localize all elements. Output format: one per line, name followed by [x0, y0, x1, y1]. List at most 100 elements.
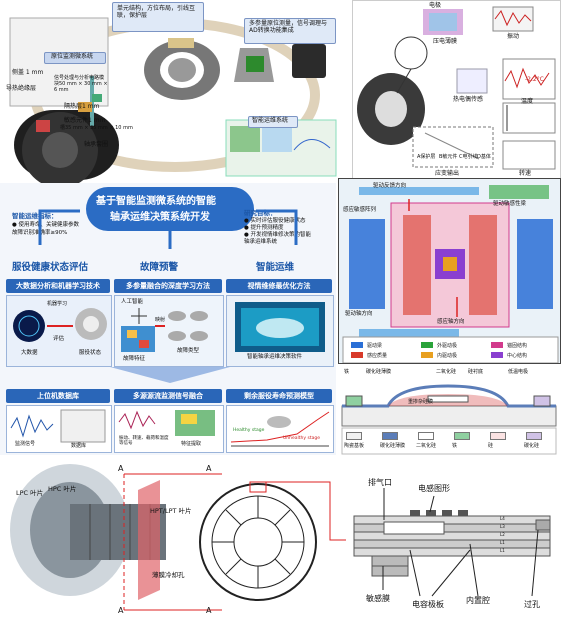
p5-legend-swatch: [346, 432, 362, 440]
p4-legend-label: 感应质量: [367, 353, 388, 359]
col2-art: [121, 308, 208, 352]
p4-legend-swatch: [421, 352, 433, 358]
layer-label-1: L3: [500, 524, 505, 529]
right-label-1: 电感图形: [418, 484, 450, 493]
main-title-badge: 基于智能监测微系统的智能 轴承运维决策系统开发: [86, 187, 254, 231]
left-goal-title: 智能运维指标：: [12, 212, 58, 220]
p5-label-1: 碳化硅薄膜: [366, 369, 392, 375]
p2-label-2: 振动: [507, 33, 520, 40]
col3-box: 智能轴承运维决策软件: [226, 295, 334, 367]
bottom2-label-1: Unhealthy stage: [283, 436, 320, 441]
sensor-label-0: 侧盖 1 mm: [12, 69, 44, 76]
monitoring-microsystem-panel: 单元结构，方位布局，引线互联，保护层 多参量原位测量，信号调理与AD转换功能集成…: [0, 0, 350, 183]
col2-head: 故障预警: [140, 262, 179, 273]
sensor-label-4: 敏感元件1 mm: [64, 117, 106, 124]
col1-label-0: 机器学习: [47, 301, 68, 307]
layer-label-2: L2: [500, 532, 505, 537]
bottom1-label-0: 振动、转速、载荷和温度等信号: [119, 436, 169, 447]
p5-legend-swatch: [382, 432, 398, 440]
col1-box: 机器学习 大数据 评估 服役状态: [6, 295, 112, 367]
sensor-label-3: 隔热层1 mm: [64, 103, 100, 110]
p2-label-4: 温度: [521, 98, 534, 105]
engine-label-2: HPT/LPT 叶片: [150, 507, 192, 515]
section-mark-3: A: [206, 606, 212, 615]
p5-legend-label: 碳化硅薄膜: [380, 443, 406, 449]
p4-legend-label: 中心结构: [507, 353, 528, 359]
bottom2-art: [230, 411, 330, 447]
p4-legend-label: 锚固结构: [507, 343, 528, 349]
p4-callout-0: 驱动反馈方向: [373, 183, 407, 189]
p2-label-5: -2.2°C: [525, 76, 544, 83]
p2-label-3: 热电偶传感: [453, 96, 484, 103]
p2-label-6: A保护层: [417, 154, 436, 160]
turbine-art: [10, 464, 551, 611]
col1-bar: 大数据分析和机器学习技术: [6, 279, 110, 293]
col2-label-3: 故障类型: [177, 348, 200, 354]
engine-label-1: HPC 叶片: [48, 485, 77, 493]
col2-bar: 多参量融合的深度学习方法: [114, 279, 222, 293]
col3-art: [235, 302, 325, 352]
p2-label-9: D基体: [477, 154, 491, 160]
p4-callout-4: 感应轴方向: [437, 319, 465, 325]
p2-label-11: 转速: [519, 170, 532, 177]
p5-legend-label: 二氧化硅: [416, 443, 437, 449]
gyroscope-structure-panel: 驱动反馈方向 感应敏感阵列 驱动敏感性梁 驱动轴方向 感应轴方向 驱动梁外驱动极…: [338, 178, 561, 364]
p5-legend-label: 硅: [488, 443, 494, 449]
right-label-5: 过孔: [524, 600, 540, 609]
p5-label-3: 硅衬底: [468, 369, 484, 375]
bottom1-art: [118, 410, 215, 436]
layer-label-4: L1: [500, 548, 505, 553]
p2-label-10: 应变输出: [435, 170, 460, 177]
col1-label-1: 大数据: [21, 350, 38, 356]
layer-label-0: L4: [500, 516, 505, 521]
right-goal-title: 研究目标：: [244, 209, 277, 217]
decision-system-panel: 基于智能监测微系统的智能 轴承运维决策系统开发 智能运维指标： ● 使用寿命、关…: [0, 183, 336, 455]
p5-label-2: 二氧化硅: [436, 369, 457, 375]
p4-legend-swatch: [421, 342, 433, 348]
p5-legend-swatch: [526, 432, 542, 440]
bottom0-art: [10, 409, 106, 443]
bottom1-box: 振动、转速、载荷和温度等信号 特征提取: [114, 405, 224, 453]
p4-legend-swatch: [351, 352, 363, 358]
sensor-box-title: 原位监测微系统: [44, 52, 106, 64]
right-goal-item-1: ● 提升预测精度: [244, 225, 284, 231]
col2-box: 人工智能 映射 故障特征 故障类型: [114, 295, 224, 367]
bottom1-bar: 多源源流监测信号融合: [114, 389, 222, 403]
right-label-3: 电容极板: [412, 600, 444, 609]
p5-legend-swatch: [454, 432, 470, 440]
turbine-sensor-panel: LPC 叶片 HPC 叶片 HPT/LPT 叶片 薄膜冷却孔 A A A A 排…: [0, 460, 561, 623]
right-goal-item-3: 轴承运维系统: [244, 239, 278, 245]
p5-legend-swatch: [490, 432, 506, 440]
p2-label-0: 电极: [429, 2, 442, 9]
sensor-array-art: [357, 6, 556, 170]
p4-callout-2: 驱动敏感性梁: [493, 201, 527, 207]
system-box-title: 智能运维系统: [248, 116, 298, 128]
col1-head: 服役健康状态评估: [12, 262, 89, 273]
p2-label-1: 压电薄膜: [433, 38, 458, 45]
col1-art: [13, 308, 107, 342]
right-goal-item-2: ● 开发视情维修决策的智能: [244, 232, 312, 238]
p2-label-8: C电引线: [459, 154, 478, 160]
p4-callout-3: 驱动轴方向: [345, 311, 373, 317]
main-title-line2: 轴承运维决策系统开发: [110, 212, 210, 223]
bottom1-label-1: 特征提取: [181, 441, 202, 447]
engine-label-3: 薄膜冷却孔: [152, 571, 185, 579]
microsystem-art: [9, 17, 337, 183]
center-arrows: [38, 209, 298, 383]
p5-legend-label: 铁: [452, 443, 458, 449]
p4-legend-swatch: [351, 342, 363, 348]
col2-label-1: 映射: [155, 317, 166, 323]
p4-legend-label: 驱动梁: [367, 343, 383, 349]
engine-label-0: LPC 叶片: [16, 489, 44, 497]
p4-legend-swatch: [491, 352, 503, 358]
p4-callout-1: 感应敏感阵列: [343, 207, 377, 213]
left-goal-item-0: ● 使用寿命、关键健康参数: [12, 222, 80, 228]
bottom0-bar: 上位机数据库: [6, 389, 110, 403]
layer-label-3: L1: [500, 540, 505, 545]
section-mark-1: A: [206, 464, 212, 473]
p5-legend-label: 碳化硅: [524, 443, 540, 449]
p5-legend-label: 陶瓷基板: [344, 443, 365, 449]
pressure-sensor-section-panel: 铁 碳化硅薄膜 二氧化硅 硅衬底 低温电极 重掺杂硅膜 陶瓷基板碳化硅薄膜二氧化…: [338, 366, 561, 456]
col1-label-3: 服役状态: [79, 350, 102, 356]
right-goal-item-0: ● 实时评估服役健康状态: [244, 218, 306, 224]
